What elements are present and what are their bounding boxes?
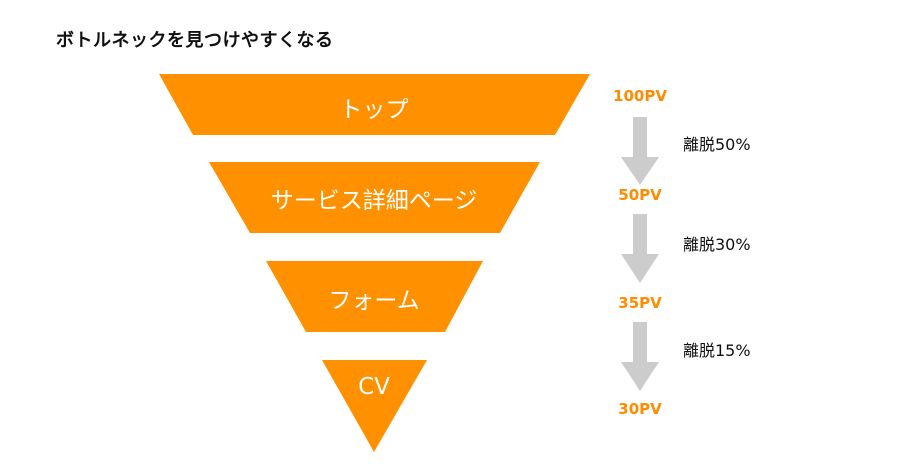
funnel-stage-form [266, 261, 483, 332]
pv-count-form: 35PV [618, 294, 662, 312]
arrow-down-icon [621, 117, 659, 185]
stage-label-service-detail: サービス詳細ページ [270, 188, 478, 214]
pv-count-top: 100PV [613, 87, 667, 105]
diagram-title: ボトルネックを見つけやすくなる [56, 30, 334, 51]
pv-count-cv: 30PV [618, 400, 662, 418]
arrow-down-icon [621, 322, 659, 391]
dropoff-rate: 離脱30% [683, 235, 751, 254]
funnel-stage-service-detail [209, 162, 540, 233]
dropoff-rate: 離脱50% [683, 135, 751, 154]
arrow-down-icon [621, 214, 659, 283]
funnel-stage-top [159, 74, 590, 135]
dropoff-rate: 離脱15% [683, 341, 751, 360]
stage-label-top: トップ [339, 97, 409, 123]
funnel-stage-cv [322, 360, 427, 452]
stage-label-form: フォーム [328, 288, 420, 314]
stage-label-cv: CV [358, 374, 390, 400]
pv-count-service-detail: 50PV [618, 186, 662, 204]
